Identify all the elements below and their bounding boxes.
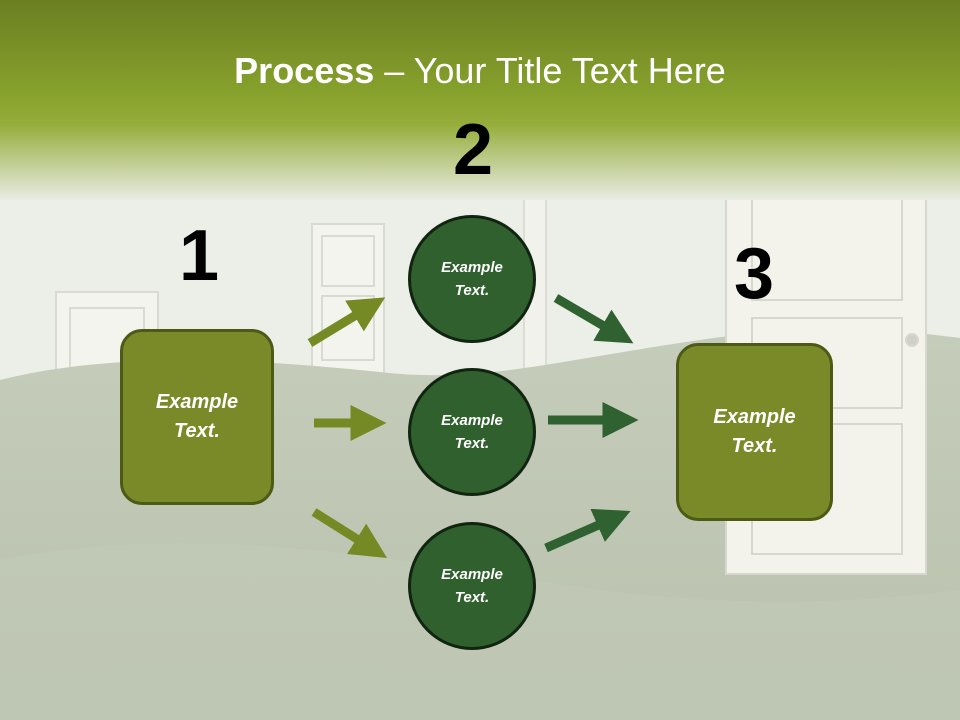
title-rest: – Your Title Text Here (374, 50, 726, 91)
process-circle-middle: Example Text. (408, 368, 536, 496)
process-box-right-text: Example Text. (713, 406, 796, 457)
process-box-right: Example Text. (676, 343, 833, 521)
arrow-left-down (311, 508, 388, 558)
step-number-1: 1 (178, 216, 220, 296)
process-circle-top-text: Example Text. (441, 259, 503, 299)
step-number-2: 2 (452, 110, 494, 190)
header-band (0, 0, 960, 200)
arrow-right-up (553, 294, 634, 344)
process-circle-bottom-text: Example Text. (441, 566, 503, 606)
page-title: Process – Your Title Text Here (0, 50, 960, 92)
process-circle-bottom: Example Text. (408, 522, 536, 650)
process-box-left: Example Text. (120, 329, 274, 505)
step-number-3: 3 (733, 234, 775, 314)
process-box-left-text: Example Text. (155, 391, 239, 442)
process-circle-top: Example Text. (408, 215, 536, 343)
arrow-right-down (544, 508, 631, 553)
process-circle-middle-text: Example Text. (441, 412, 503, 452)
arrow-left-up (307, 297, 386, 347)
title-bold: Process (234, 50, 375, 91)
